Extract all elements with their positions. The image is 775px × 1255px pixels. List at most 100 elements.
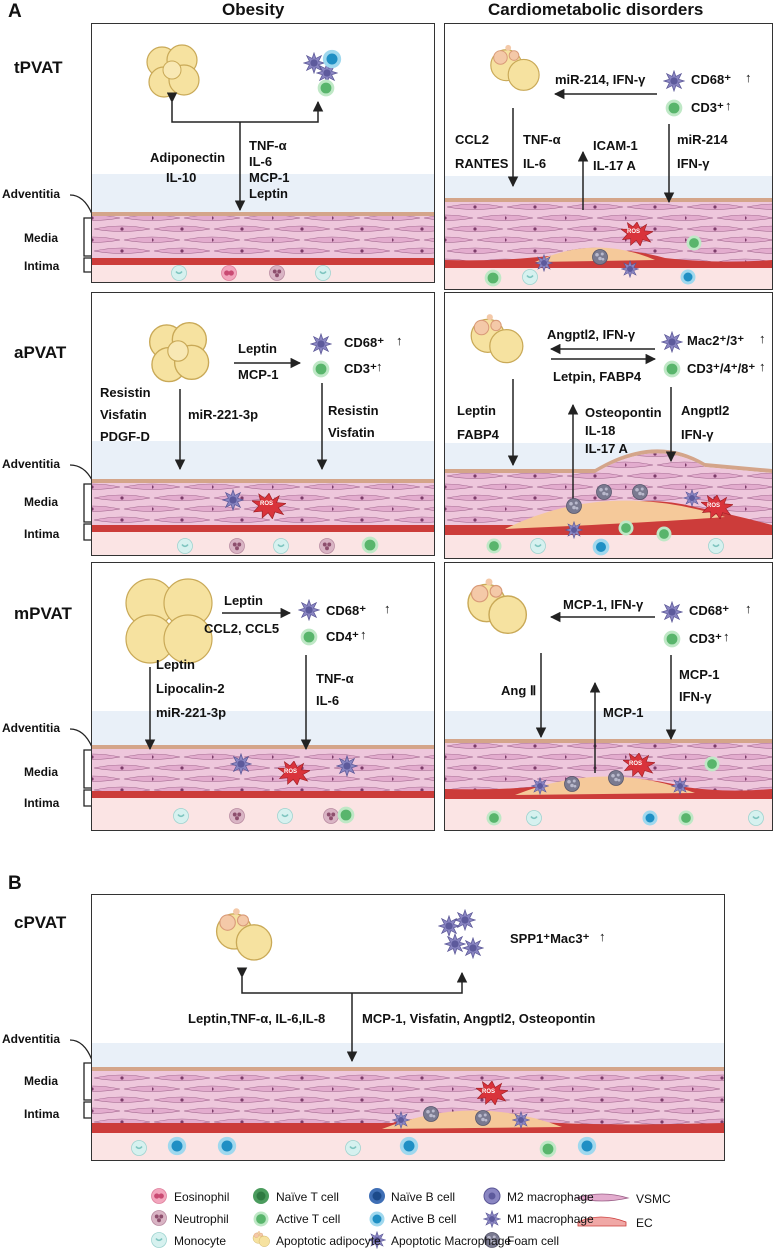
apoptotic-adipocyte-cluster xyxy=(467,577,528,635)
eosinophil-icon xyxy=(221,265,237,281)
label-il17a: IL-17 A xyxy=(593,158,636,173)
ros-text: ROS xyxy=(284,769,298,775)
legend-neutrophil: Neutrophil xyxy=(174,1212,229,1226)
media-label-c: Media xyxy=(24,1074,59,1088)
label-cd68: CD68⁺ xyxy=(326,603,367,618)
label-tnf-alpha: TNF-α xyxy=(316,671,354,686)
m1-macrophage-icon xyxy=(303,52,325,74)
label-adiponectin: Adiponectin xyxy=(150,150,226,165)
apvat-label: aPVAT xyxy=(14,343,67,362)
m1-macrophage-icon xyxy=(444,933,466,955)
label-visfatin: Visfatin xyxy=(328,425,375,440)
up-arrow-cd3: ↑ xyxy=(725,98,732,113)
active-t-cell-icon xyxy=(312,360,330,378)
active-t-cell-icon xyxy=(484,269,502,287)
m1-macrophage-icon xyxy=(336,755,358,777)
active-t-cell-icon xyxy=(663,630,681,648)
enlarged-adipocyte-cluster xyxy=(148,321,210,383)
label-rantes: RANTES xyxy=(455,156,509,171)
up-arrow-cd3: ↑ xyxy=(723,629,730,644)
foam-cell-icon xyxy=(596,484,612,500)
apoptotic-adipocyte-cluster xyxy=(470,313,524,364)
apoptotic-macrophage-icon xyxy=(671,777,689,795)
label-cd68: CD68⁺ xyxy=(691,72,732,87)
apoptotic-macrophage-icon xyxy=(512,1111,530,1129)
m1-macrophage-icon xyxy=(438,915,460,937)
label-cd4: CD4⁺ xyxy=(326,629,359,644)
panel-mpvat-obesity: Leptin CCL2, CCL5 CD68⁺ ↑ CD4⁺ ↑ Leptin … xyxy=(91,562,435,831)
up-arrow-cd68: ↑ xyxy=(396,333,403,348)
foam-cell-icon xyxy=(475,1110,491,1126)
label-il10: IL-10 xyxy=(166,170,197,185)
label-visfatin: Visfatin xyxy=(100,407,147,422)
legend-m1-macrophage: M1 macrophage xyxy=(507,1212,594,1226)
label-il18: IL-18 xyxy=(585,423,616,438)
ros-text: ROS xyxy=(627,229,641,235)
neutrophil-icon xyxy=(229,538,245,554)
label-mcp1: MCP-1 xyxy=(603,705,644,720)
cells-and-arrows xyxy=(146,44,342,282)
active-b-cell-icon xyxy=(680,269,696,285)
label-right-factors: MCP-1, Visfatin, Angptl2, Osteopontin xyxy=(362,1011,596,1026)
m1-macrophage-icon xyxy=(222,489,244,511)
active-t-cell-icon xyxy=(337,806,355,824)
obesity-header: Obesity xyxy=(222,0,285,19)
label-il6: IL-6 xyxy=(249,154,273,169)
large-adipocyte-cluster xyxy=(125,578,213,664)
up-arrow-spp1: ↑ xyxy=(599,929,606,944)
apoptotic-macrophage-icon xyxy=(535,254,553,272)
label-leptin: Leptin xyxy=(457,403,496,418)
foam-cell-icon xyxy=(592,249,608,265)
cells-and-arrows xyxy=(130,907,597,1158)
active-b-cell-icon xyxy=(399,1136,419,1156)
label-pdgfd: PDGF-D xyxy=(100,429,150,444)
legend-m2-macrophage: M2 macrophage xyxy=(507,1190,594,1204)
monocyte-icon xyxy=(272,537,290,555)
m1-macrophage-icon xyxy=(661,601,683,623)
active-t-cell-icon xyxy=(656,526,672,542)
up-arrow-cd4: ↑ xyxy=(360,627,367,642)
label-leptin: Leptin xyxy=(224,593,263,608)
up-arrow-cd68: ↑ xyxy=(384,601,391,616)
m2-macrophage-icon xyxy=(661,331,683,353)
active-t-cell-icon xyxy=(686,235,702,251)
panel-apvat-obesity: Leptin MCP-1 CD68⁺ ↑ CD3⁺ ↑ Resistin Vis… xyxy=(91,292,435,556)
media-label-m: Media xyxy=(24,765,59,779)
monocyte-icon xyxy=(172,807,190,825)
intima-label-t: Intima xyxy=(24,259,60,273)
m1-macrophage-icon xyxy=(298,599,320,621)
cells-and-arrows xyxy=(467,577,765,827)
label-resistin: Resistin xyxy=(100,385,151,400)
legend-naive-b-cell: Naïve B cell xyxy=(391,1190,456,1204)
m1-macrophage-icon xyxy=(310,333,332,355)
label-ang-ii: Ang Ⅱ xyxy=(501,683,537,698)
cpvat-label: cPVAT xyxy=(14,913,67,932)
vessel-wall xyxy=(92,711,434,830)
label-angptl2: Angptl2 xyxy=(681,403,730,418)
label-cd3: CD3⁺ xyxy=(691,100,724,115)
ros-text: ROS xyxy=(260,501,274,507)
label-icam1: ICAM-1 xyxy=(593,138,638,153)
legend-active-t-cell: Active T cell xyxy=(276,1212,341,1226)
label-leptin: Leptin xyxy=(238,341,277,356)
foam-cell-icon xyxy=(423,1106,439,1122)
ros-text: ROS xyxy=(707,503,721,509)
label-leptin: Leptin xyxy=(156,657,195,672)
cardiometabolic-header: Cardiometabolic disorders xyxy=(488,0,704,19)
label-letpin-fabp4: Letpin, FABP4 xyxy=(553,369,642,384)
active-t-cell-icon xyxy=(486,538,502,554)
label-fabp4: FABP4 xyxy=(457,427,499,442)
legend-apoptotic-adipocyte: Apoptotic adipocyte xyxy=(276,1234,381,1248)
monocyte-icon xyxy=(276,807,294,825)
cells-and-arrows xyxy=(470,313,733,556)
label-cd3-4-8: CD3⁺/4⁺/8⁺ xyxy=(687,361,756,376)
active-t-cell-icon xyxy=(300,628,318,646)
apoptotic-macrophage-icon xyxy=(621,260,639,278)
intima-label-a: Intima xyxy=(24,527,60,541)
legend-eosinophil: Eosinophil xyxy=(174,1190,230,1204)
legend-apoptotic-macrophage: Apoptotic Macrophage xyxy=(391,1234,512,1248)
legend-monocyte: Monocyte xyxy=(174,1234,227,1248)
neutrophil-icon xyxy=(229,808,245,824)
label-cd68: CD68⁺ xyxy=(344,335,385,350)
active-t-cell-icon xyxy=(618,520,634,536)
